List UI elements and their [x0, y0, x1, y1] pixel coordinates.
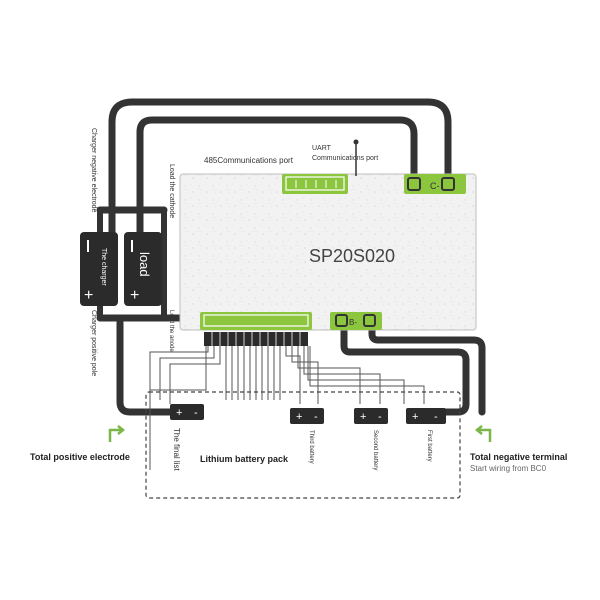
balance-connector[interactable]: [200, 312, 312, 346]
svg-text:+: +: [412, 411, 418, 423]
total-negative-sub-label: Start wiring from BC0: [470, 464, 547, 473]
balance-wires: [149, 346, 425, 470]
svg-text:-: -: [378, 411, 382, 423]
port-485-label: 485Communications port: [204, 156, 294, 165]
svg-text:-: -: [194, 407, 198, 419]
port-c-minus[interactable]: C-: [404, 174, 466, 194]
first-battery-label: First battery: [426, 430, 432, 462]
positive-arrow-icon: [108, 425, 126, 442]
svg-text:-: -: [434, 411, 438, 423]
uart-label-line2: Communications port: [312, 155, 378, 162]
battery-second: + -: [354, 408, 388, 424]
svg-text:-: -: [314, 411, 318, 423]
battery-third: + -: [290, 408, 324, 424]
port-b-minus[interactable]: B-: [330, 312, 382, 330]
c-minus-label: C-: [430, 181, 440, 191]
total-positive-label: Total positive electrode: [30, 452, 130, 462]
battery-final: + -: [170, 404, 204, 420]
final-list-label: The final list: [172, 428, 181, 471]
second-battery-label: Second battery: [372, 430, 378, 470]
charger-positive-label: Charger positive pole: [90, 310, 97, 376]
svg-text:+: +: [176, 407, 182, 419]
charger-device: +: [80, 232, 118, 306]
battery-pack: [145, 391, 461, 499]
svg-text:+: +: [130, 287, 139, 304]
negative-arrow-icon: [474, 425, 492, 442]
load-cathode-label: Load the cathode: [168, 164, 175, 218]
battery-pack-label: Lithium battery pack: [200, 454, 289, 464]
svg-text:+: +: [296, 411, 302, 423]
svg-text:+: +: [84, 287, 93, 304]
bms-board: SP20S020 C- B-: [179, 173, 477, 346]
load-device: +: [124, 232, 162, 306]
charger-label: The charger: [100, 248, 107, 286]
total-negative-label: Total negative terminal: [470, 452, 567, 462]
port-485[interactable]: [282, 174, 348, 194]
third-battery-label: Third battery: [308, 430, 314, 464]
svg-text:+: +: [360, 411, 366, 423]
uart-label-line1: UART: [312, 145, 332, 152]
load-anode-label: Load the anode: [168, 310, 174, 352]
b-minus-label: B-: [349, 318, 357, 327]
uart-pin: [353, 139, 359, 176]
battery-first: + -: [406, 408, 446, 424]
charger-negative-label: Charger negative electrode: [90, 128, 97, 213]
load-label: load: [137, 252, 152, 277]
board-model: SP20S020: [309, 246, 395, 266]
